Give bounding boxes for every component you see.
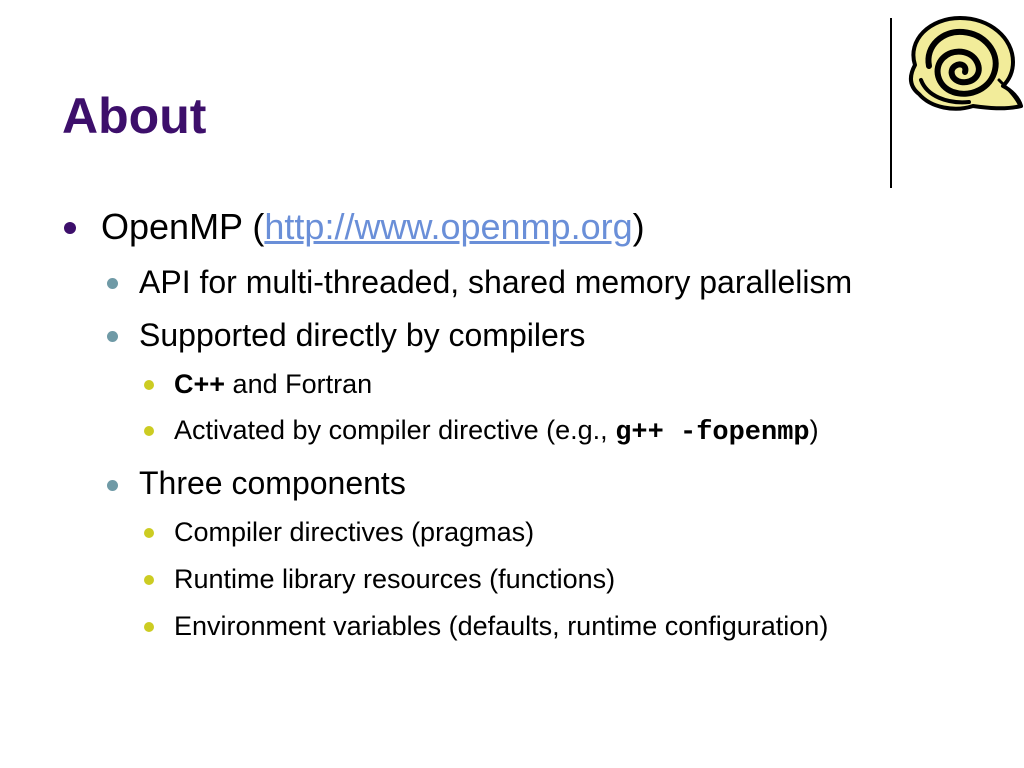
bullet-dot	[144, 380, 154, 390]
openmp-prefix: OpenMP (	[101, 206, 265, 247]
list-item-runtime: Runtime library resources (functions)	[174, 564, 616, 594]
list-item-three-components: Three components	[139, 465, 406, 501]
openmp-suffix: )	[632, 206, 645, 247]
cpp-rest: and Fortran	[225, 369, 373, 399]
bullet-dot	[64, 222, 76, 234]
bullet-dot	[107, 278, 118, 289]
slide-title: About	[62, 88, 207, 144]
cpp-label: C++	[174, 369, 226, 399]
shell-scroll-icon	[908, 16, 1023, 111]
bullet-dot	[144, 622, 154, 632]
compiler-flag-code: g++ -fopenmp	[615, 418, 810, 448]
list-item-cpp: C++ and Fortran	[174, 368, 372, 400]
bullet-dot	[144, 426, 154, 436]
title-divider	[890, 18, 892, 188]
list-item-supported: Supported directly by compilers	[139, 317, 586, 353]
list-item-directives: Compiler directives (pragmas)	[174, 517, 535, 547]
list-item-api: API for multi-threaded, shared memory pa…	[139, 264, 853, 300]
bullet-dot	[144, 575, 154, 585]
activated-suffix: )	[809, 415, 819, 445]
list-item-openmp: OpenMP (http://www.openmp.org)	[101, 206, 645, 248]
bullet-dot	[107, 331, 118, 342]
openmp-link[interactable]: http://www.openmp.org	[264, 206, 633, 247]
list-item-environment: Environment variables (defaults, runtime…	[174, 611, 829, 641]
list-item-activated: Activated by compiler directive (e.g., g…	[174, 414, 819, 449]
bullet-dot	[107, 480, 118, 491]
activated-prefix: Activated by compiler directive (e.g.,	[174, 415, 616, 445]
bullet-dot	[144, 528, 154, 538]
